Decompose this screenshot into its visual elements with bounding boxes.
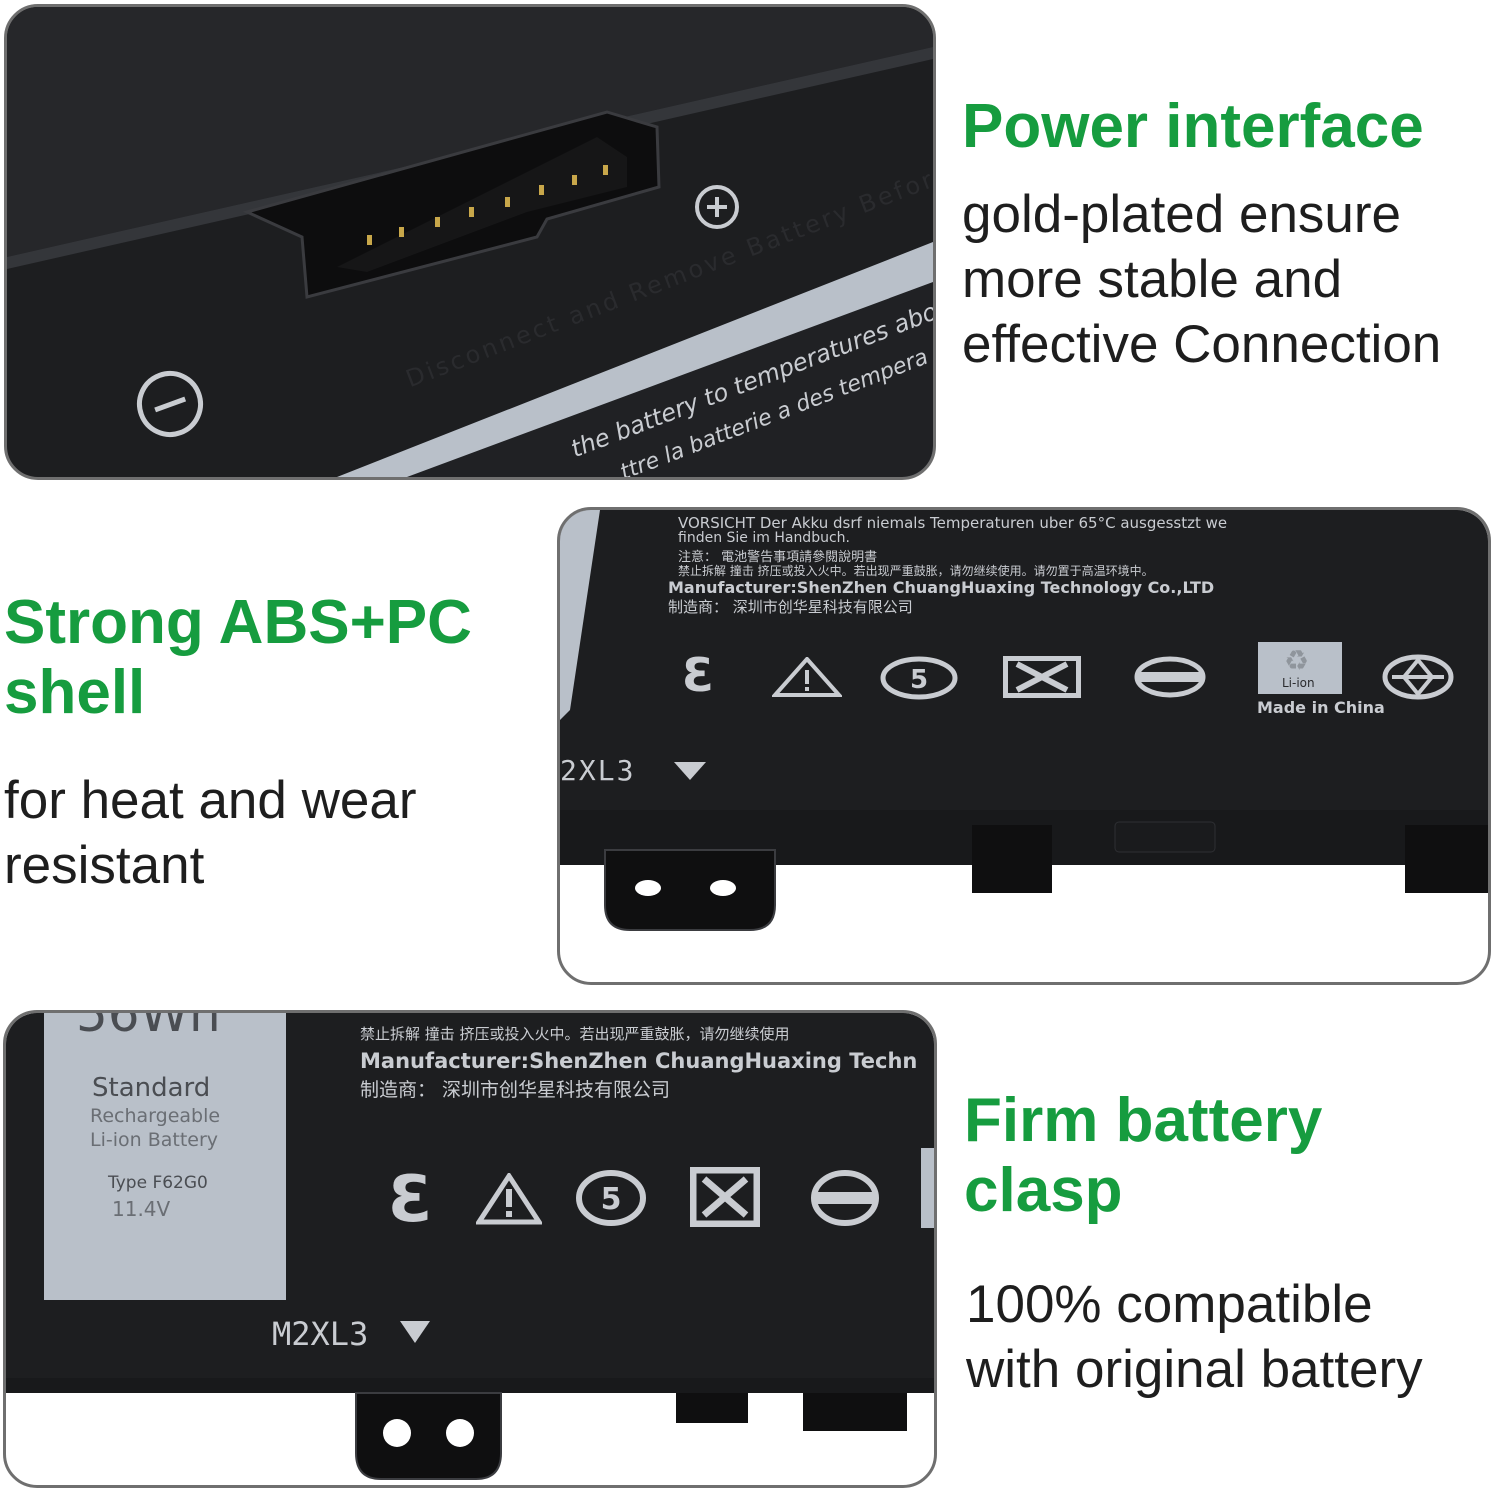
heading-line: Strong ABS+PC [4, 588, 472, 657]
abs-shell-photo: VORSICHT Der Akku dsrf niemals Temperatu… [557, 507, 1491, 985]
heading-line: clasp [964, 1156, 1123, 1226]
battery-clasp-photo: 56Wh Standard Rechargeable Li-ion Batter… [3, 1010, 937, 1488]
capacity-text: 56Wh [76, 1010, 221, 1043]
svg-text:5: 5 [910, 665, 928, 695]
recycle-5-icon: 5 [576, 1170, 646, 1226]
battery-clasp-heading: Firm battery clasp [964, 1086, 1322, 1226]
sticker-subtitle-2: Li-ion Battery [90, 1129, 219, 1151]
manufacturer-label: Manufacturer:ShenZhen ChuangHuaxing Tech… [360, 1049, 918, 1073]
abs-shell-description: for heat and wear resistant [4, 768, 416, 898]
heading-line: Firm battery [964, 1086, 1323, 1155]
recycle-5-icon: 5 [880, 656, 958, 700]
warning-line-cn-2: 禁止拆解 撞击 挤压或投入火中。若出现严重鼓胀，请勿继续使用。请勿置于高温环境中… [678, 564, 1154, 578]
warning-triangle-icon [476, 1173, 542, 1225]
manufacturer-label: Manufacturer:ShenZhen ChuangHuaxing Tech… [668, 578, 1215, 597]
disposal-icon [811, 1170, 879, 1226]
warning-triangle-icon [772, 657, 842, 697]
model-number: 2XL3 [560, 754, 636, 787]
description-line: 100% compatible [966, 1275, 1373, 1334]
manufacturer-label-cn: 制造商： 深圳市创华星科技有限公司 [668, 598, 913, 616]
safety-circle-icon [1382, 654, 1454, 700]
power-interface-heading: Power interface [962, 92, 1424, 161]
warning-line-de: VORSICHT Der Akku dsrf niemals Temperatu… [678, 514, 1228, 532]
warning-line-cn: 注意： 電池警告事項請參閱說明書 [678, 550, 878, 565]
sticker-title: Standard [92, 1073, 211, 1103]
disposal-icon [1134, 656, 1206, 698]
battery-spec-sticker: 56Wh Standard Rechargeable Li-ion Batter… [44, 1013, 286, 1300]
heading-line: shell [4, 658, 146, 728]
battery-voltage: 11.4V [112, 1197, 171, 1221]
china-rohs-icon [1003, 656, 1081, 698]
warning-line-de-2: finden Sie im Handbuch. [678, 530, 850, 546]
warning-line-cn: 禁止拆解 撞击 挤压或投入火中。若出现严重鼓胀，请勿继续使用 [360, 1025, 790, 1043]
ce-mark-icon: Ɛ [682, 648, 715, 702]
plus-terminal-icon [695, 185, 739, 229]
description-line: for heat and wear [4, 771, 417, 830]
made-in-label: Made in China [1257, 698, 1385, 717]
manufacturer-label-cn: 制造商： 深圳市创华星科技有限公司 [360, 1079, 671, 1101]
description-line: effective Connection [962, 315, 1442, 375]
description-line: resistant [4, 836, 205, 896]
power-interface-description: gold-plated ensure more stable and effec… [962, 182, 1441, 378]
ce-mark-icon: Ɛ [388, 1163, 433, 1237]
description-line: gold-plated ensure [962, 185, 1402, 244]
sticker-subtitle: Rechargeable [90, 1105, 221, 1127]
china-rohs-icon [690, 1167, 760, 1227]
triangle-marker-icon [674, 762, 706, 780]
li-ion-recycle-badge: ♻ Li-ion [1258, 642, 1342, 694]
abs-shell-heading: Strong ABS+PC shell [4, 588, 472, 728]
li-ion-text: Li-ion [1282, 676, 1315, 690]
battery-type: Type F62G0 [108, 1173, 208, 1193]
battery-connector-illustration [7, 7, 933, 477]
triangle-marker-icon [400, 1321, 430, 1343]
recycle-arrows-icon: ♻ [1284, 644, 1310, 677]
description-line: with original battery [966, 1340, 1423, 1400]
description-line: more stable and [962, 250, 1343, 310]
svg-text:5: 5 [601, 1182, 622, 1217]
model-number: M2XL3 [272, 1315, 369, 1353]
battery-clasp-description: 100% compatible with original battery [966, 1272, 1423, 1402]
power-interface-photo: Disconnect and Remove Battery Before the… [4, 4, 936, 480]
